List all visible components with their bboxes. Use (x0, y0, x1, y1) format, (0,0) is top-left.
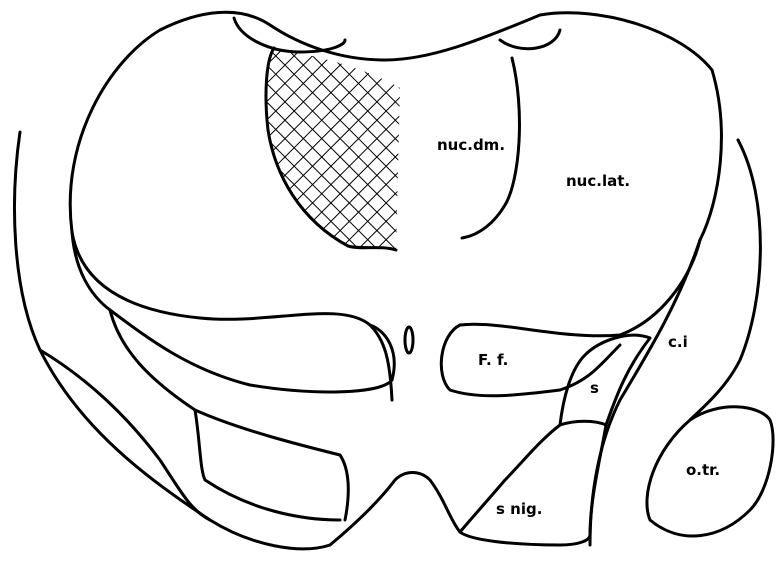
third-ventricle (405, 327, 413, 353)
s-region (560, 335, 650, 425)
capsula-interna-edge (590, 240, 700, 545)
label-f-f: F. f. (478, 353, 508, 368)
label-s-nig: s nig. (496, 502, 542, 517)
left-lower-lobe (72, 232, 394, 392)
label-nuc-lat: nuc.lat. (566, 174, 630, 189)
label-s: s (590, 381, 599, 396)
label-nuc-dm: nuc.dm. (437, 138, 505, 153)
right-ventricle-bump (500, 30, 560, 49)
label-c-i: c.i (668, 335, 688, 350)
outer-right-boundary (690, 140, 760, 420)
left-rim (40, 350, 210, 520)
label-o-tr: o.tr. (686, 463, 720, 478)
left-lower-inner (110, 310, 340, 520)
left-lower-inner-2 (195, 410, 348, 520)
outer-left-boundary (15, 132, 330, 549)
s-nig-region (460, 425, 606, 545)
